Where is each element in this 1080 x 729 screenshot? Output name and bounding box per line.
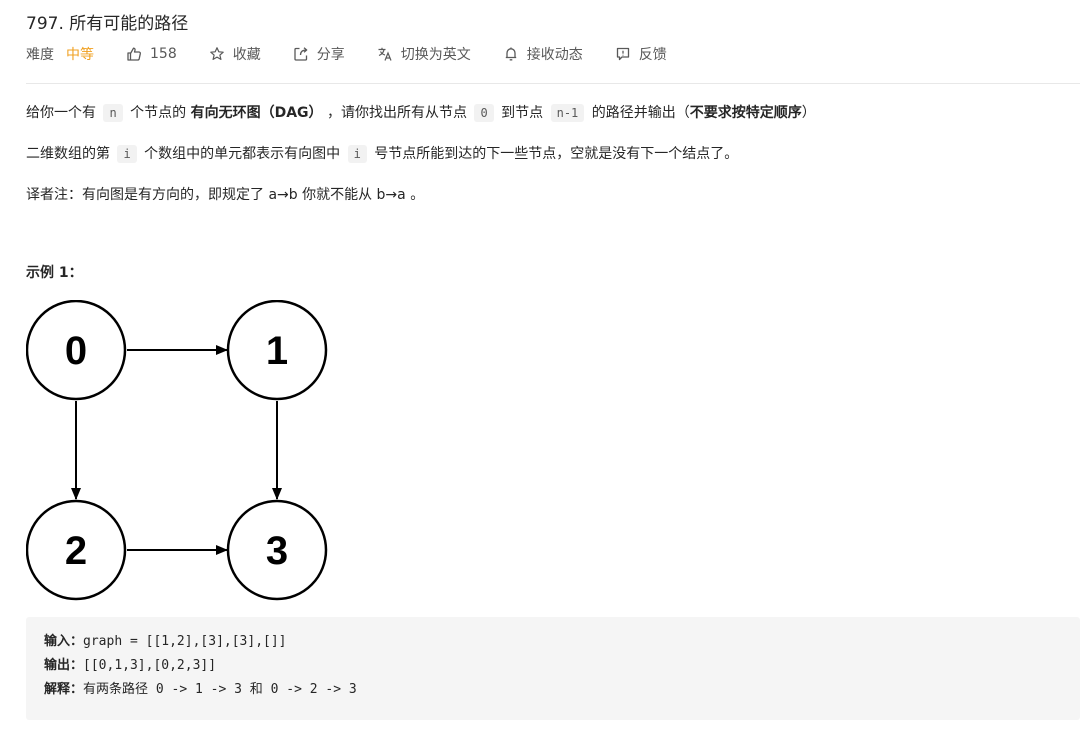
share-label: 分享 — [316, 47, 345, 63]
graph-node-label-0: 0 — [65, 329, 87, 373]
share-button[interactable]: 分享 — [293, 44, 345, 64]
translate-icon — [378, 47, 392, 61]
inline-code: i — [347, 145, 367, 163]
header-divider — [26, 83, 1080, 84]
graph-node-2 — [26, 499, 127, 601]
example-graph: 0 1 2 3 — [26, 300, 328, 601]
inline-code: n-1 — [550, 104, 585, 122]
switch-language-button[interactable]: 切换为英文 — [377, 44, 471, 64]
share-icon — [294, 47, 308, 61]
bold-text: 不要求按特定顺序 — [689, 105, 802, 121]
example-input-value: graph = [[1,2],[3],[3],[]] — [83, 634, 287, 649]
inline-code: i — [117, 145, 137, 163]
feedback-label: 反馈 — [638, 47, 667, 63]
example-title: 示例 1： — [26, 265, 83, 281]
graph-node-label-2: 2 — [65, 529, 87, 573]
example-code-block: 输入：graph = [[1,2],[3],[3],[]] 输出：[[0,1,3… — [26, 617, 1080, 720]
favorite-label: 收藏 — [232, 47, 261, 63]
graph-node-label-3: 3 — [266, 529, 288, 573]
inline-code: 0 — [474, 104, 494, 122]
example-output-value: [[0,1,3],[0,2,3]] — [83, 658, 217, 673]
like-button[interactable]: 158 — [126, 46, 177, 62]
bell-icon — [505, 47, 516, 61]
subscribe-button[interactable]: 接收动态 — [503, 44, 583, 64]
like-count: 158 — [150, 46, 177, 62]
example-explanation-value: 有两条路径 0 -> 1 -> 3 和 0 -> 2 -> 3 — [83, 682, 357, 697]
feedback-icon — [616, 47, 629, 61]
bold-text: 有向无环图（DAG） — [190, 105, 323, 121]
subscribe-label: 接收动态 — [526, 47, 583, 63]
inline-code: n — [103, 104, 123, 122]
description-paragraph-3: 译者注：有向图是有方向的，即规定了 a→b 你就不能从 b→a 。 — [26, 187, 425, 203]
example-output-line: 输出：[[0,1,3],[0,2,3]] — [44, 654, 1062, 678]
problem-meta-bar: 难度 中等 158 收藏 分享 切换为英文 接收动态 — [26, 44, 699, 64]
graph-node-0 — [26, 300, 127, 401]
feedback-button[interactable]: 反馈 — [615, 44, 667, 64]
difficulty-label: 难度 — [26, 47, 54, 63]
problem-title: 797. 所有可能的路径 — [26, 14, 189, 34]
difficulty-badge: 中等 — [66, 47, 94, 63]
example-explanation-label: 解释： — [44, 682, 84, 697]
example-explanation-line: 解释：有两条路径 0 -> 1 -> 3 和 0 -> 2 -> 3 — [44, 678, 1062, 702]
favorite-button[interactable]: 收藏 — [209, 44, 261, 64]
example-input-label: 输入： — [44, 634, 84, 649]
graph-node-1 — [226, 300, 328, 401]
switch-language-label: 切换为英文 — [400, 47, 471, 63]
description-paragraph-2: 二维数组的第 i 个数组中的单元都表示有向图中 i 号节点所能到达的下一些节点，… — [26, 145, 739, 163]
star-icon — [209, 47, 224, 60]
description-paragraph-1: 给你一个有 n 个节点的 有向无环图（DAG） ，请你找出所有从节点 0 到节点… — [26, 104, 816, 122]
example-input-line: 输入：graph = [[1,2],[3],[3],[]] — [44, 630, 1062, 654]
graph-node-label-1: 1 — [266, 329, 288, 373]
thumbs-up-icon — [127, 47, 141, 61]
graph-node-3 — [226, 499, 328, 601]
example-output-label: 输出： — [44, 658, 84, 673]
